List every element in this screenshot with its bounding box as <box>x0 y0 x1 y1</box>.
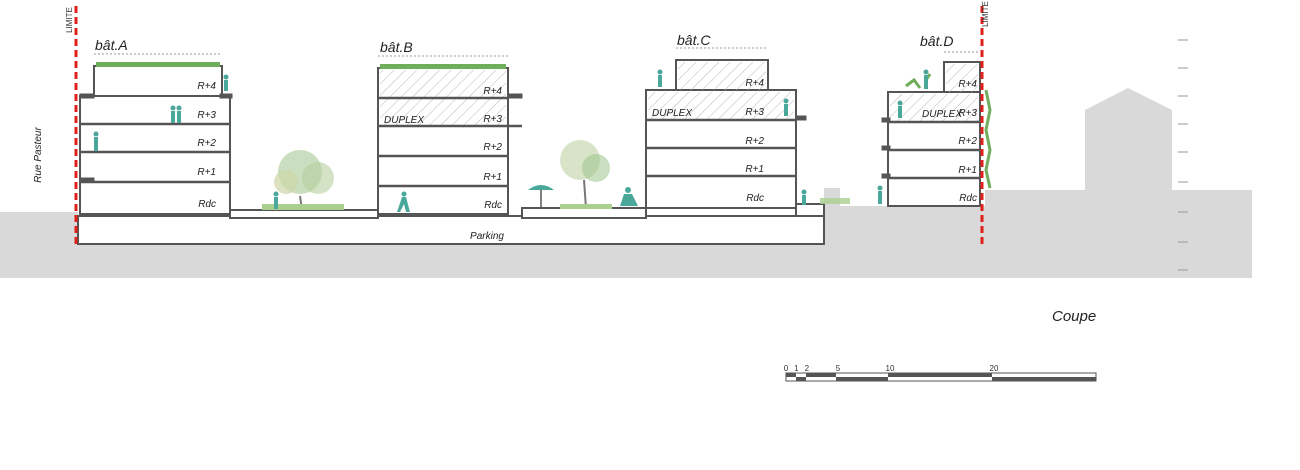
floor-label: R+4 <box>483 86 502 97</box>
scale-tick-label: 20 <box>990 364 999 373</box>
figure <box>620 187 638 206</box>
figure <box>657 69 663 87</box>
building-d <box>881 51 981 207</box>
ground <box>0 188 1252 278</box>
floor-label: R+4 <box>958 79 977 90</box>
floor-label: Rdc <box>484 200 502 211</box>
figure <box>273 191 279 209</box>
building-c <box>645 47 807 209</box>
floor-label: R+1 <box>745 164 764 175</box>
roof-garden-b <box>380 64 506 69</box>
roof-garden-a <box>96 62 220 67</box>
figure <box>223 74 229 91</box>
floor-label: R+2 <box>197 138 216 149</box>
limit-label-left: LIMITE <box>65 7 74 33</box>
floor-label: R+1 <box>483 172 502 183</box>
neighbour-house <box>1085 88 1172 190</box>
floor-label: R+2 <box>745 136 764 147</box>
building-name: bât.D <box>920 33 953 49</box>
scale-tick-label: 10 <box>886 364 895 373</box>
figure <box>877 185 883 204</box>
figure <box>783 98 789 116</box>
floor-label: R+3 <box>483 114 502 125</box>
floor-label: R+3 <box>958 108 977 119</box>
figure <box>923 69 929 89</box>
building-name: bât.C <box>677 32 711 48</box>
figure <box>801 189 807 205</box>
duplex-label: DUPLEX <box>922 109 962 120</box>
duplex-label: DUPLEX <box>652 108 692 119</box>
floor-label: Rdc <box>746 193 764 204</box>
floor-label: Rdc <box>198 199 216 210</box>
floor-label: R+3 <box>197 110 216 121</box>
scale-tick-label: 0 <box>784 364 789 373</box>
figure <box>176 105 182 123</box>
building-name: bât.A <box>95 37 128 53</box>
figure <box>93 131 99 151</box>
scale-bar <box>785 372 1097 382</box>
vegetation <box>262 73 992 211</box>
limit-label-right: LIMITE <box>981 1 990 27</box>
building-name: bât.B <box>380 39 413 55</box>
floor-label: R+4 <box>745 78 764 89</box>
figure <box>170 105 176 123</box>
floor-label: R+1 <box>958 165 977 176</box>
umbrella <box>528 185 554 208</box>
floor-label: R+2 <box>958 136 977 147</box>
parking-label: Parking <box>470 231 504 242</box>
floor-label: R+2 <box>483 142 502 153</box>
scale-tick-label: 5 <box>836 364 841 373</box>
floor-label: R+3 <box>745 107 764 118</box>
floor-label: R+4 <box>197 81 216 92</box>
building-b <box>377 55 523 215</box>
right-edge-dashes <box>1178 39 1188 271</box>
floor-label: R+1 <box>197 167 216 178</box>
duplex-label: DUPLEX <box>384 115 424 126</box>
parking-box <box>77 215 825 245</box>
floor-label: Rdc <box>959 193 977 204</box>
figures <box>93 69 929 212</box>
scale-tick-label: 2 <box>805 364 810 373</box>
street-label: Rue Pasteur <box>33 127 44 183</box>
figure <box>397 191 410 212</box>
scale-tick-label: 1 <box>794 364 799 373</box>
figure <box>897 100 903 118</box>
drawing-title: Coupe <box>1052 308 1096 325</box>
building-a <box>79 53 233 215</box>
